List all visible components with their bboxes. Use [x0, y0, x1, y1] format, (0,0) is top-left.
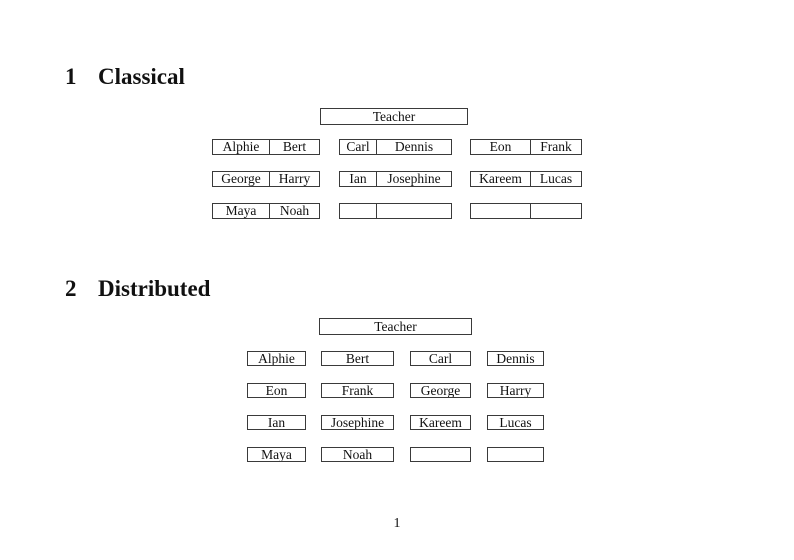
desk-box: Carl Dennis	[339, 139, 452, 155]
seat-box: Eon	[247, 383, 306, 398]
desk-seat-right: Frank	[530, 140, 581, 154]
seat-box: Noah	[321, 447, 394, 462]
desk-seat-right	[376, 204, 451, 218]
seat-box: Frank	[321, 383, 394, 398]
seat-box: Kareem	[410, 415, 471, 430]
section-title: Classical	[98, 64, 185, 89]
seat-box: Ian	[247, 415, 306, 430]
desk-seat-right: Bert	[269, 140, 319, 154]
desk-seat-left: Kareem	[479, 172, 522, 186]
desk-box: Ian Josephine	[339, 171, 452, 187]
desk-box	[339, 203, 452, 219]
seat-box: George	[410, 383, 471, 398]
desk-seat-left: Alphie	[222, 140, 260, 154]
desk-seat-right: Lucas	[530, 172, 581, 186]
seat-box: Josephine	[321, 415, 394, 430]
section-heading-classical: 1 Classical	[65, 64, 185, 89]
desk-seat-left	[471, 204, 530, 218]
desk-seat-left: Eon	[489, 140, 512, 154]
seat-box: Carl	[410, 351, 471, 366]
desk-seat-right: Harry	[269, 172, 319, 186]
desk-box: Maya Noah	[212, 203, 320, 219]
desk-seat-right	[530, 204, 581, 218]
section-number: 1	[65, 64, 77, 89]
seat-box: Maya	[247, 447, 306, 462]
desk-box	[470, 203, 582, 219]
section-heading-distributed: 2 Distributed	[65, 276, 210, 301]
teacher-box: Teacher	[320, 108, 468, 125]
seat-box: Dennis	[487, 351, 544, 366]
desk-seat-left: Ian	[349, 172, 367, 186]
section-title: Distributed	[98, 276, 211, 301]
seat-box: Alphie	[247, 351, 306, 366]
section-number: 2	[65, 276, 77, 301]
seat-box: Lucas	[487, 415, 544, 430]
desk-seat-right: Dennis	[376, 140, 451, 154]
desk-box: Eon Frank	[470, 139, 582, 155]
desk-seat-left: Carl	[346, 140, 370, 154]
desk-seat-left	[340, 204, 376, 218]
seat-box: Bert	[321, 351, 394, 366]
desk-seat-left: George	[221, 172, 261, 186]
page-number: 1	[393, 516, 401, 531]
desk-box: Alphie Bert	[212, 139, 320, 155]
seat-box	[487, 447, 544, 462]
desk-seat-left: Maya	[225, 204, 257, 218]
desk-seat-right: Noah	[269, 204, 319, 218]
teacher-label: Teacher	[372, 108, 416, 124]
teacher-label: Teacher	[374, 318, 417, 334]
desk-box: George Harry	[212, 171, 320, 187]
seat-box	[410, 447, 471, 462]
teacher-box: Teacher	[319, 318, 472, 335]
seat-box: Harry	[487, 383, 544, 398]
desk-seat-right: Josephine	[376, 172, 451, 186]
desk-box: Kareem Lucas	[470, 171, 582, 187]
